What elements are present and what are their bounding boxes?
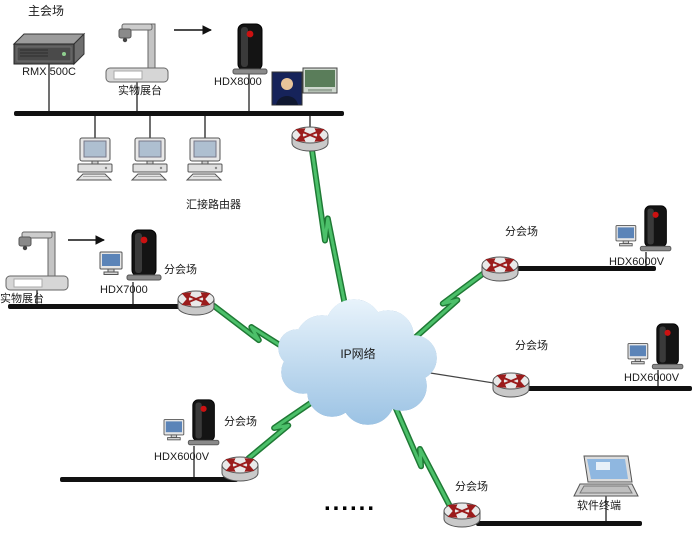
router-icon-top-right <box>482 257 518 281</box>
main-venue-bus-line <box>14 111 344 116</box>
rmx-500c-device-icon <box>13 33 85 65</box>
main-venue-title: 主会场 <box>28 4 65 18</box>
link-cloud-to-mid-right-router <box>423 371 501 385</box>
desktop-computer-icon <box>186 137 223 181</box>
lightning-link-left-to-cloud <box>210 306 300 360</box>
hdx6000v-label-top-right: HDX6000V <box>609 256 665 268</box>
branch-left-bus-line <box>8 304 192 309</box>
branch-bottom-left-bus-line <box>60 477 238 482</box>
ip-network-cloud <box>278 299 437 425</box>
content-screen-thumbnail <box>302 67 338 94</box>
branch-left-label: 分会场 <box>164 264 197 276</box>
router-icon-bottom-left <box>222 457 258 481</box>
visualizer-label-left: 实物展台 <box>0 293 44 305</box>
branch-bottom-right-bus-line <box>476 521 642 526</box>
device-connector-stubs <box>36 64 659 523</box>
visualizer-icon-left <box>5 231 69 291</box>
software-terminal-laptop-icon <box>573 455 639 497</box>
desktop-computer-icon <box>131 137 168 181</box>
lightning-link-bottom-right-to-cloud <box>386 404 455 510</box>
branch-top-right-bus-line <box>516 266 656 271</box>
branch-bottom-left-label: 分会场 <box>224 416 257 428</box>
branch-bottom-right-label: 分会场 <box>455 481 488 493</box>
presenter-video-thumbnail <box>271 71 303 106</box>
hdx8000-label: HDX8000 <box>214 76 262 88</box>
hdx6000v-label-mid-right: HDX6000V <box>624 372 680 384</box>
lightning-link-bottom-left-to-cloud <box>246 392 318 462</box>
trunk-router-label: 汇接路由器 <box>186 199 241 211</box>
lightning-link-top-right-to-cloud <box>414 264 488 340</box>
ip-network-label: IP网络 <box>340 347 376 361</box>
branch-mid-right-label: 分会场 <box>515 340 548 352</box>
hdx6000v-device-icon-top-right <box>616 206 671 251</box>
visualizer-label-main: 实物展台 <box>118 85 162 97</box>
software-terminal-label: 软件终端 <box>577 500 621 512</box>
lightning-link-main-to-cloud <box>303 150 350 307</box>
hdx6000v-device-icon-bottom-left <box>164 400 219 445</box>
hdx6000v-label-bottom-left: HDX6000V <box>154 451 210 463</box>
hdx7000-device-icon <box>100 230 161 280</box>
visualizer-icon-main <box>105 23 169 83</box>
router-icon-main <box>292 127 328 151</box>
router-icon-mid-right <box>493 373 529 397</box>
more-branches-ellipsis: ...... <box>324 489 377 516</box>
router-icon-bottom-right <box>444 503 480 527</box>
router-icon-left <box>178 291 214 315</box>
desktop-computer-icon <box>76 137 113 181</box>
hdx8000-device-icon <box>232 23 268 75</box>
hdx6000v-device-icon-mid-right <box>628 324 683 369</box>
hdx7000-label: HDX7000 <box>100 284 148 296</box>
branch-top-right-label: 分会场 <box>505 226 538 238</box>
branch-mid-right-bus-line <box>526 386 692 391</box>
rmx-500c-label: RMX 500C <box>22 66 76 78</box>
